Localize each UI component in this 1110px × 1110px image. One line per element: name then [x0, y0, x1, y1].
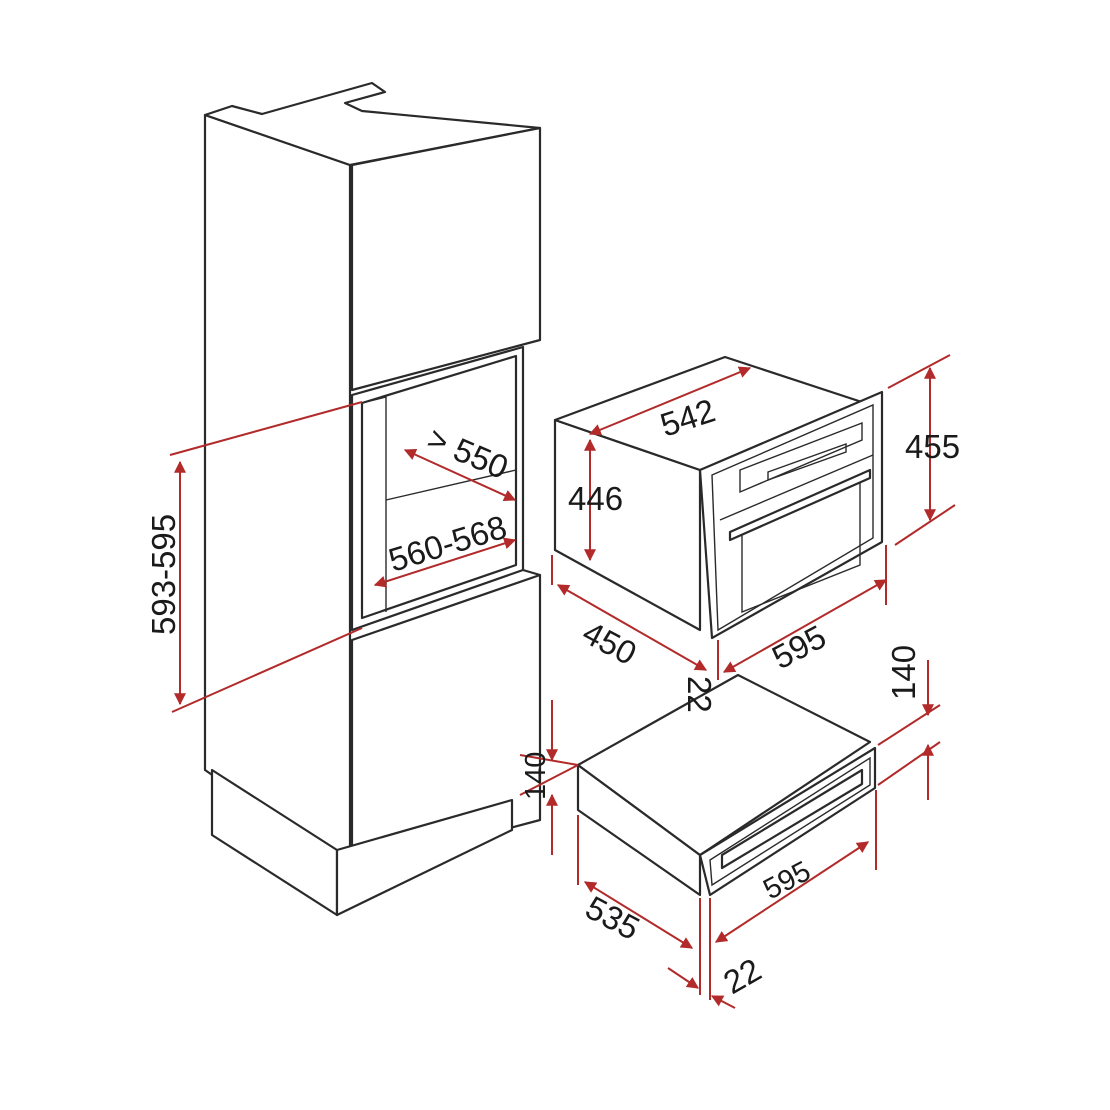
dim-drawer-depth: 535 [580, 889, 646, 948]
dim-oven-body-height: 446 [568, 480, 623, 517]
dim-niche-height: 593-595 [145, 514, 182, 635]
dim-drawer-height-left: 140 [520, 752, 552, 800]
tall-cabinet [203, 81, 542, 917]
dim-drawer-height-right: 140 [885, 645, 922, 700]
warming-drawer [576, 673, 877, 897]
dim-oven-front-thickness: 22 [681, 676, 718, 713]
dim-oven-total-height: 455 [905, 428, 960, 465]
dim-drawer-front-thickness: 22 [717, 951, 767, 1001]
dimension-lines [169, 354, 956, 1009]
dim-drawer-width: 595 [758, 855, 816, 906]
dim-oven-width: 595 [766, 618, 832, 677]
dim-oven-depth: 450 [577, 614, 643, 673]
